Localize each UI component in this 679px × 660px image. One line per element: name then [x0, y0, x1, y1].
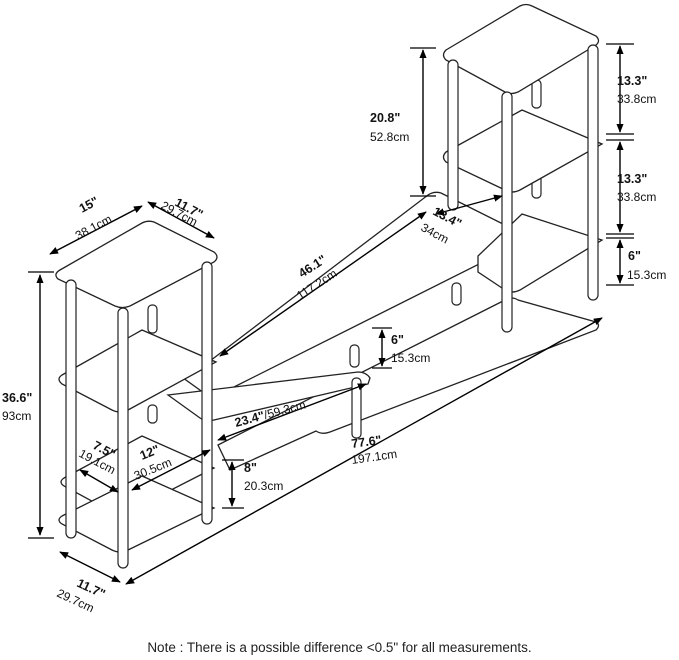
right-gap-upper-cm: 33.8cm [617, 92, 656, 106]
right-top-height-cm: 52.8cm [370, 130, 409, 144]
center-gap-cm: 15.3cm [391, 351, 430, 365]
left-top-width-cm: 38.1cm [73, 212, 114, 243]
right-gap-middle-in: 13.3" [617, 172, 647, 186]
total-width-in: 77.6" [350, 433, 382, 451]
bottom-gap-in: 8" [244, 461, 257, 475]
right-gap-lower-cm: 15.3cm [627, 268, 666, 282]
left-shelf-width-in: 12" [138, 442, 162, 462]
total-height-cm: 93cm [2, 409, 31, 423]
center-gap-in: 6" [391, 333, 404, 347]
right-top-shelf [442, 3, 600, 95]
measurement-note: Note : There is a possible difference <0… [147, 640, 532, 655]
dimension-lines [28, 43, 634, 585]
bottom-gap-cm: 20.3cm [244, 479, 283, 493]
right-top-height-in: 20.8" [370, 111, 400, 125]
left-top-width-in: 15" [77, 194, 101, 216]
right-shelf-2 [442, 109, 604, 193]
total-height-in: 36.6" [2, 391, 32, 405]
right-gap-upper-in: 13.3" [617, 74, 647, 88]
right-gap-lower-in: 6" [628, 249, 641, 263]
shelf-unit-drawing [55, 3, 604, 569]
total-width-cm: 197.1cm [350, 447, 398, 467]
right-gap-middle-cm: 33.8cm [617, 190, 656, 204]
